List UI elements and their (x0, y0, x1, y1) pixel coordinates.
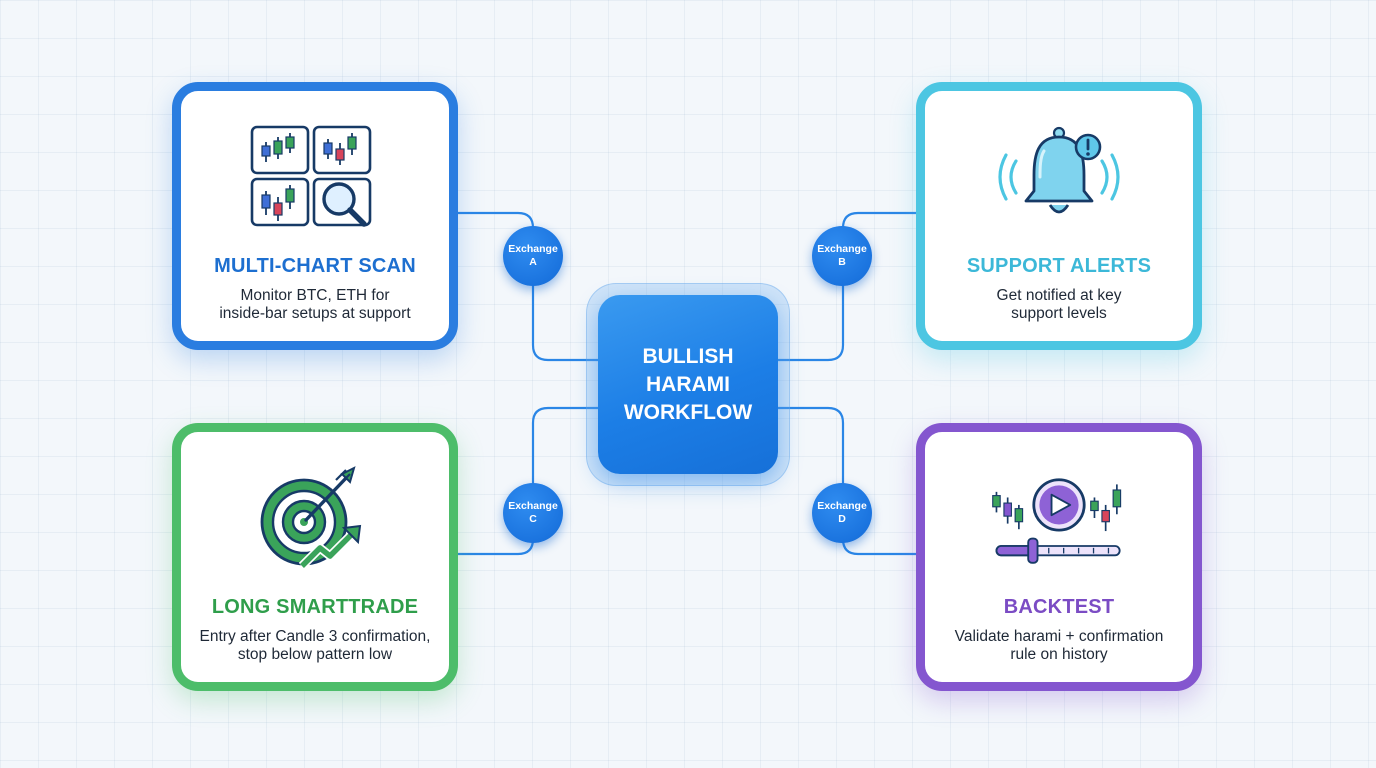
card-title: SUPPORT ALERTS (966, 255, 1152, 277)
card-title: LONG SMARTTRADE (211, 596, 419, 618)
card-backtest: BACKTEST Validate harami + confirmation … (916, 423, 1202, 691)
card-title: MULTI-CHART SCAN (214, 255, 416, 277)
play-slider-icon (989, 462, 1129, 574)
center-workflow-title: BULLISH HARAMI WORKFLOW (598, 295, 778, 474)
connector-smarttrade-to-center (458, 406, 598, 556)
target-arrow-icon (245, 462, 385, 574)
card-description: Get notified at key support levels (996, 287, 1122, 322)
card-description: Entry after Candle 3 confirmation, stop … (199, 628, 431, 663)
card-description: Monitor BTC, ETH for inside-bar setups a… (219, 287, 411, 322)
connector-backtest-to-center (778, 406, 916, 556)
connector-alerts-to-center (778, 211, 916, 362)
connector-scan-to-center (458, 211, 598, 362)
card-long-smarttrade: LONG SMARTTRADE Entry after Candle 3 con… (172, 423, 458, 691)
card-title: BACKTEST (1003, 596, 1115, 618)
bell-icon (989, 121, 1129, 233)
chart-grid-search-icon (245, 121, 385, 233)
card-description: Validate harami + confirmation rule on h… (954, 628, 1164, 663)
card-multi-chart-scan: MULTI-CHART SCAN Monitor BTC, ETH for in… (172, 82, 458, 350)
card-support-alerts: SUPPORT ALERTS Get notified at key suppo… (916, 82, 1202, 350)
